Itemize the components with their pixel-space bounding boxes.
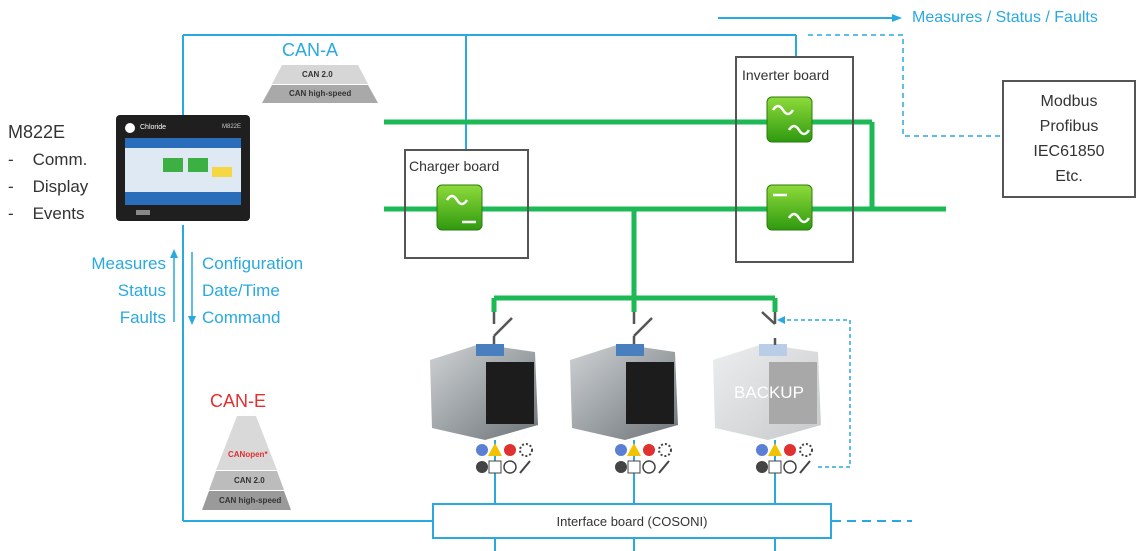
device-feature-2: - Display — [8, 177, 89, 196]
flow-down-2: Date/Time — [202, 281, 280, 300]
ups-module-backup — [713, 344, 821, 440]
flow-down-1: Configuration — [202, 254, 304, 273]
charger-converter-icon — [436, 184, 483, 231]
can-e-layer-3: CAN high-speed — [219, 496, 282, 505]
top-flow-arrow — [718, 14, 902, 22]
can-e-title: CAN-E — [210, 391, 267, 411]
ups-module-2 — [570, 344, 678, 440]
clock-icon — [503, 460, 517, 474]
protocol-2: Profibus — [1039, 118, 1099, 135]
status-icons-2 — [615, 443, 672, 474]
flow-arrows — [170, 249, 196, 325]
can-a-title: CAN-A — [282, 40, 339, 60]
protocols-box: Modbus Profibus IEC61850 Etc. — [1002, 80, 1136, 198]
flow-down-3: Command — [202, 308, 281, 327]
protocol-4: Etc. — [1055, 168, 1083, 185]
device-feature-1: - Comm. — [8, 150, 88, 169]
backup-label: BACKUP — [734, 383, 804, 402]
screen-brand: Chloride — [140, 124, 167, 131]
log-icon — [488, 460, 502, 474]
can-e-layer-1: CANopen* — [228, 450, 268, 459]
screen-model: M822E — [222, 124, 242, 130]
interface-board: Interface board (COSONI) — [432, 503, 832, 539]
flow-up-1: Measures — [91, 254, 166, 273]
settings-icon — [519, 443, 533, 457]
can-a-layer-2: CAN high-speed — [289, 89, 352, 98]
charger-board-box — [404, 149, 529, 259]
can-e-pyramid — [202, 416, 291, 510]
can-e-layer-2: CAN 2.0 — [234, 476, 265, 485]
charger-board-label: Charger board — [409, 158, 500, 174]
flow-up-3: Faults — [119, 308, 166, 327]
warning-icon — [488, 443, 502, 456]
wrench-icon — [519, 460, 531, 474]
inverter-board-box — [735, 56, 854, 263]
protocol-link — [808, 34, 1002, 137]
ups-module-1 — [430, 344, 538, 440]
m822e-device — [116, 115, 250, 221]
status-icons-1 — [476, 443, 533, 474]
inverter-board-label: Inverter board — [742, 67, 830, 83]
protocol-3: IEC61850 — [1033, 143, 1105, 160]
inverter-converter-icon-1 — [766, 96, 813, 143]
status-icons-3 — [756, 443, 813, 474]
can-a-layer-1: CAN 2.0 — [302, 70, 333, 79]
device-name: M822E — [8, 122, 66, 142]
info-icon — [476, 444, 488, 456]
gauge-icon — [476, 461, 488, 473]
error-icon — [504, 444, 516, 456]
protocol-1: Modbus — [1040, 93, 1098, 110]
backup-feedback — [785, 319, 851, 468]
can-a-pyramid — [262, 65, 378, 103]
top-flow-label: Measures / Status / Faults — [912, 9, 1098, 26]
flow-up-2: Status — [117, 281, 166, 300]
inverter-converter-icon-2 — [766, 184, 813, 231]
interface-board-label: Interface board (COSONI) — [556, 513, 708, 529]
can-a-bus — [182, 34, 797, 150]
can-e-bus — [182, 225, 912, 522]
device-feature-3: - Events — [8, 204, 85, 223]
breakers — [492, 311, 777, 345]
